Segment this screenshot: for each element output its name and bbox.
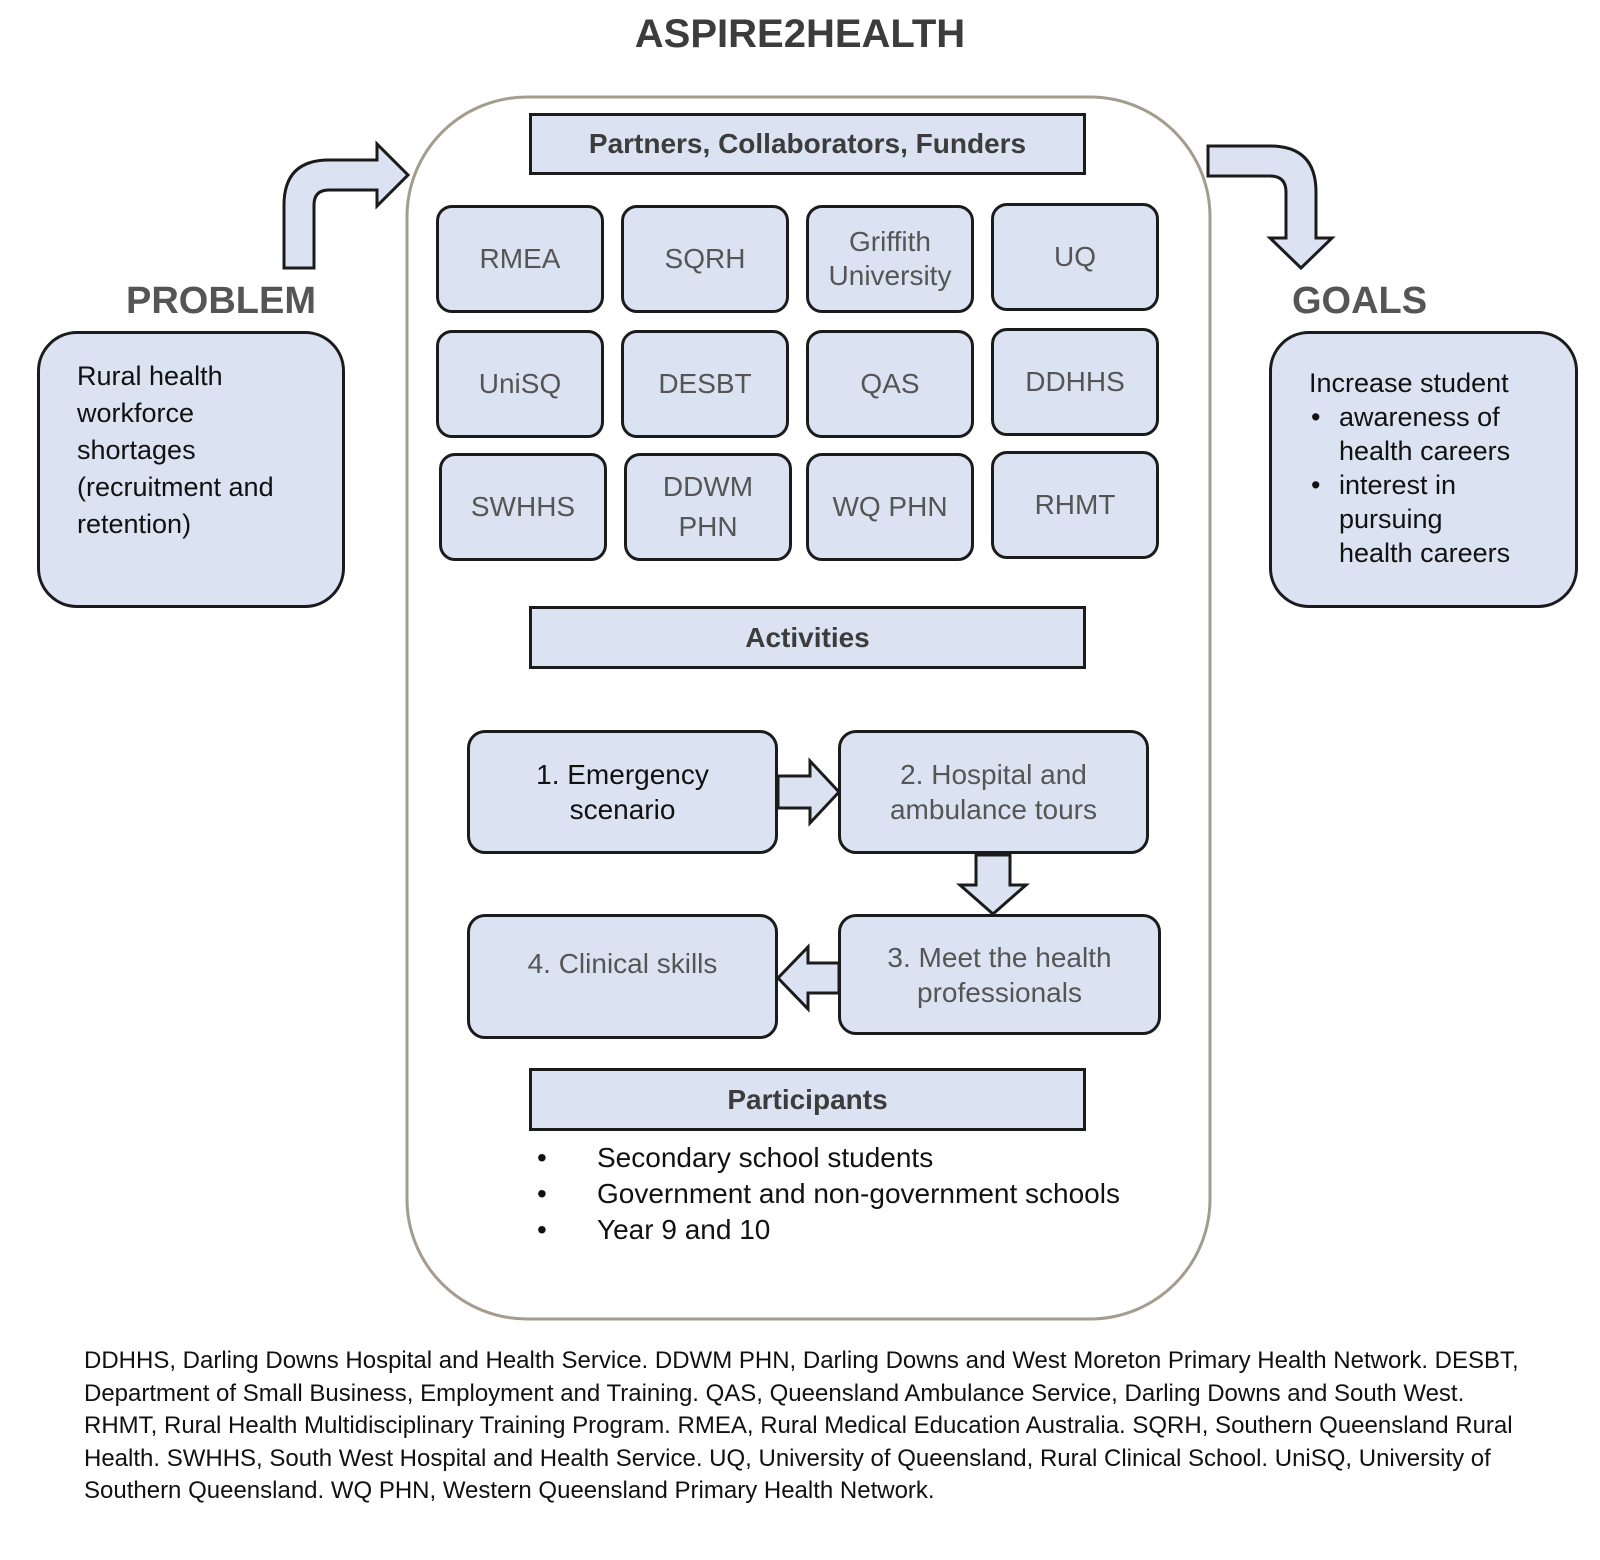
partner-ddhhs: DDHHS (991, 328, 1159, 436)
problem-label: PROBLEM (126, 280, 316, 322)
goals-item-line: health careers (1339, 436, 1511, 466)
goals-intro: Increase student (1309, 368, 1509, 398)
partner-wq-phn: WQ PHN (806, 453, 974, 561)
aspire-container (405, 95, 1212, 1321)
goals-item-line: pursuing (1339, 504, 1443, 534)
partners-header: Partners, Collaborators, Funders (529, 113, 1086, 175)
diagram-title: ASPIRE2HEALTH (634, 12, 966, 56)
goals-text: Increase student awareness of health car… (1309, 366, 1510, 570)
partner-sqrh: SQRH (621, 205, 789, 313)
problem-line: workforce (77, 398, 195, 428)
activity-step-2: 2. Hospital and ambulance tours (838, 730, 1149, 854)
partner-rhmt: RHMT (991, 451, 1159, 559)
partner-qas: QAS (806, 330, 974, 438)
step1-to-step2-arrow (776, 757, 842, 827)
step3-to-step4-arrow (775, 943, 841, 1013)
goals-box: Increase student awareness of health car… (1269, 331, 1578, 608)
problem-line: retention) (77, 509, 192, 539)
bullet-icon: • (537, 1214, 547, 1245)
activities-header: Activities (529, 606, 1086, 669)
program-to-goals-arrow (1206, 144, 1336, 271)
participants-list: • Secondary school students • Government… (537, 1140, 1177, 1260)
partner-ddwm-phn: DDWM PHN (624, 453, 792, 561)
activity-step-3: 3. Meet the health professionals (838, 914, 1161, 1035)
partner-desbt: DESBT (621, 330, 789, 438)
partner-uq: UQ (991, 203, 1159, 311)
problem-line: (recruitment and (77, 472, 274, 502)
step2-to-step3-arrow (956, 853, 1030, 916)
problem-to-program-arrow (282, 140, 411, 270)
goals-list: awareness of health careers interest in … (1309, 400, 1510, 570)
partner-rmea: RMEA (436, 205, 604, 313)
goals-item-line: awareness of (1339, 402, 1500, 432)
goals-label: GOALS (1292, 280, 1428, 322)
goals-item: interest in pursuing health careers (1309, 468, 1510, 570)
abbreviations-footnote: DDHHS, Darling Downs Hospital and Health… (84, 1347, 1519, 1504)
bullet-icon: • (537, 1178, 547, 1209)
participants-item-text: Secondary school students (597, 1142, 934, 1173)
partner-griffith-university: Griffith University (806, 205, 974, 313)
participants-header: Participants (529, 1068, 1086, 1131)
participants-item-text: Year 9 and 10 (597, 1214, 771, 1245)
activity-step-1: 1. Emergency scenario (467, 730, 778, 854)
goals-item-line: interest in (1339, 470, 1457, 500)
bullet-icon: • (537, 1142, 547, 1173)
problem-box: Rural health workforce shortages (recrui… (37, 331, 345, 608)
participants-item-text: Government and non-government schools (597, 1178, 1120, 1209)
problem-line: Rural health (77, 361, 223, 391)
problem-line: shortages (77, 435, 196, 465)
partner-unisq: UniSQ (436, 330, 604, 438)
activity-step-4: 4. Clinical skills (467, 914, 778, 1039)
problem-text: Rural health workforce shortages (recrui… (77, 358, 274, 543)
goals-item: awareness of health careers (1309, 400, 1510, 468)
partner-swhhs: SWHHS (439, 453, 607, 561)
goals-item-line: health careers (1339, 538, 1511, 568)
